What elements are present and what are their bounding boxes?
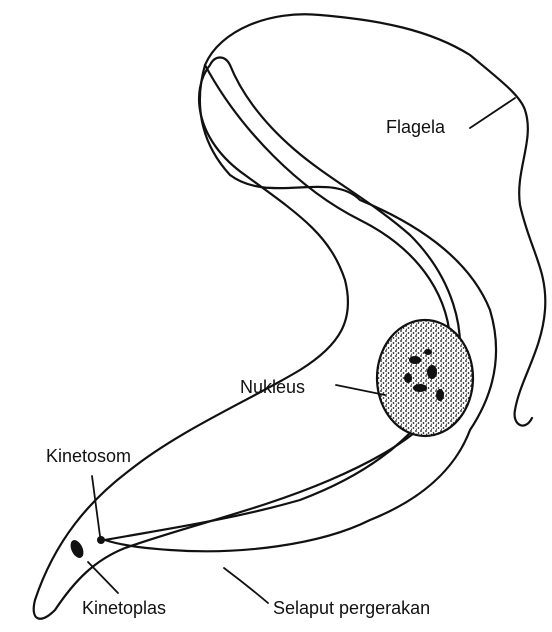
label-selaput: Selaput pergerakan [273, 598, 430, 618]
label-kinetosom: Kinetosom [46, 446, 131, 466]
leader-kinetoplas [88, 562, 118, 593]
leader-selaput [224, 568, 268, 603]
kinetosome [97, 536, 105, 544]
label-flagela: Flagela [386, 117, 446, 137]
leader-flagela [470, 98, 515, 128]
label-nukleus: Nukleus [240, 377, 305, 397]
undulating-membrane [105, 65, 496, 551]
nucleus [377, 320, 473, 436]
leader-kinetosom [92, 476, 100, 536]
label-kinetoplas: Kinetoplas [82, 598, 166, 618]
kinetoplast [69, 539, 86, 560]
